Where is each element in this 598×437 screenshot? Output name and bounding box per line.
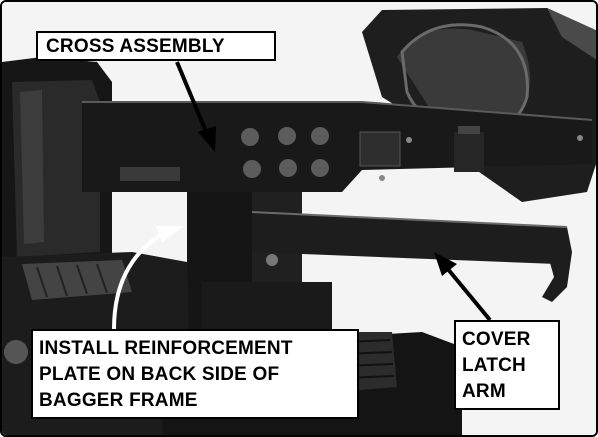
latch-arm-hook <box>542 252 572 302</box>
bolt-hole <box>278 127 296 145</box>
latch-bracket <box>359 131 401 167</box>
cross-assembly-bar <box>82 102 592 192</box>
cover-latch-arm <box>252 212 572 264</box>
fan-grille-lines <box>36 263 108 298</box>
arrow-cover-latch <box>434 252 492 322</box>
cross-assembly-label: CROSS ASSEMBLY <box>36 31 276 61</box>
latch-arm-bolt <box>266 254 278 266</box>
cross-assembly-label-text: CROSS ASSEMBLY <box>46 36 225 57</box>
seat-highlight <box>20 90 44 244</box>
fan-grille <box>22 260 132 300</box>
reinforcement-plate-label: INSTALL REINFORCEMENT PLATE ON BACK SIDE… <box>31 329 359 419</box>
cover-latch-arm-label: COVER LATCH ARM <box>454 320 560 410</box>
bolt-hole <box>311 127 329 145</box>
cross-bar-slot <box>120 167 180 181</box>
cover-latch-label-line: LATCH <box>462 355 526 376</box>
engine-cap <box>4 340 28 364</box>
chute-rim <box>547 8 596 60</box>
reinforcement-label-line: BAGGER FRAME <box>39 390 198 411</box>
pivot-cap <box>458 126 480 134</box>
bolt-hole <box>379 175 385 181</box>
chute-opening <box>397 28 530 131</box>
cover-latch-label-line: ARM <box>462 381 506 402</box>
reinforcement-label-line: INSTALL REINFORCEMENT <box>39 338 293 359</box>
arrow-reinforcement-plate <box>112 226 184 330</box>
latch-arm-top-edge <box>251 211 568 228</box>
reinforcement-label-line: PLATE ON BACK SIDE OF <box>39 364 280 385</box>
cross-bar-top-edge <box>82 101 593 121</box>
bolt-hole <box>406 137 412 143</box>
bolt-hole <box>577 135 583 141</box>
bolt-hole <box>311 159 329 177</box>
pivot-block <box>454 132 484 172</box>
arrow-cross-assembly <box>175 61 216 152</box>
cover-latch-label-line: COVER <box>462 329 531 350</box>
bolt-hole <box>243 160 261 178</box>
bolt-hole <box>241 128 259 146</box>
bolt-hole <box>279 159 297 177</box>
